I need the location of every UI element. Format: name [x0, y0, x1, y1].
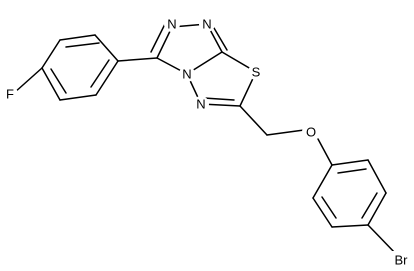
- atom-f1-label: F: [6, 87, 14, 102]
- bond: [266, 129, 305, 136]
- bond: [331, 159, 369, 166]
- atom-n5-label: N: [196, 97, 205, 112]
- bond: [50, 68, 67, 94]
- bond: [94, 34, 119, 62]
- atom-n4-label: N: [182, 67, 191, 82]
- atom-labels: N N N N S O F Br: [2, 16, 413, 268]
- bond: [361, 192, 378, 219]
- bond: [312, 164, 333, 199]
- bond: [90, 59, 110, 88]
- bond: [13, 67, 43, 94]
- bond: [150, 23, 166, 53]
- bromophenyl-ring: [312, 159, 398, 256]
- bond: [367, 224, 398, 256]
- bond: [367, 192, 387, 226]
- bond: [213, 27, 228, 51]
- atom-n2-label: N: [202, 17, 211, 32]
- bond: [312, 197, 333, 228]
- bond: [203, 97, 235, 101]
- fluorophenyl-ring: [13, 34, 119, 101]
- bond: [41, 67, 61, 101]
- bond: [321, 196, 337, 219]
- bond: [95, 60, 119, 96]
- bond: [317, 138, 333, 166]
- bond: [117, 57, 158, 62]
- bond: [41, 39, 61, 69]
- bond: [239, 105, 268, 136]
- bond: [337, 168, 367, 174]
- bond: [59, 34, 96, 41]
- bond: [367, 159, 387, 194]
- atom-n1-label: N: [167, 17, 176, 32]
- atom-o1-label: O: [306, 125, 316, 140]
- atom-s1-label: S: [252, 65, 261, 80]
- bond: [59, 94, 97, 101]
- bond: [156, 26, 173, 59]
- bond: [65, 42, 100, 48]
- bond: [331, 224, 369, 228]
- atom-br1-label: Br: [395, 253, 409, 268]
